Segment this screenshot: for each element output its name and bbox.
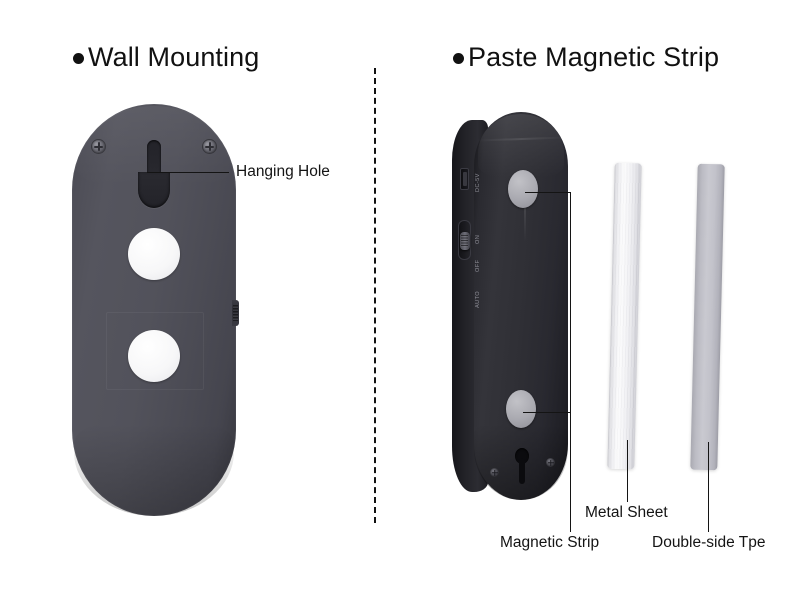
section-title-right-text: Paste Magnetic Strip <box>468 42 720 72</box>
side-tab <box>232 300 239 326</box>
section-title-paste-magnetic-strip: Paste Magnetic Strip <box>453 42 719 73</box>
micro-usb-port <box>460 168 469 190</box>
double-side-tape-leader-line <box>708 442 710 532</box>
screw-icon-bottom-right <box>546 458 555 467</box>
mode-switch-knob[interactable] <box>459 232 470 250</box>
adhesive-pad-bottom <box>128 330 180 382</box>
magnetic-strip-leader-vertical <box>570 192 572 532</box>
label-switch-auto: AUTO <box>475 290 481 308</box>
double-side-tape-strip <box>690 163 725 471</box>
magnetic-strip-pad-top <box>508 170 538 208</box>
section-title-wall-mounting: Wall Mounting <box>73 42 259 73</box>
bullet-dot-icon <box>73 53 84 64</box>
callout-double-side-tape: Double-side Tpe <box>652 534 766 551</box>
callout-hanging-hole: Hanging Hole <box>236 163 330 180</box>
screw-icon-top-left <box>92 140 105 153</box>
metal-sheet-strip <box>607 162 642 470</box>
back-plate-recess <box>106 312 204 390</box>
wall-mount-back-plate <box>72 104 239 516</box>
hanging-hole-round <box>138 172 170 208</box>
keyhole-round <box>515 448 529 464</box>
callout-metal-sheet: Metal Sheet <box>585 504 668 521</box>
label-dc-5v: DC-5V <box>475 173 481 192</box>
label-switch-on: ON <box>475 234 481 244</box>
screw-icon-bottom-left <box>490 468 499 477</box>
label-switch-off: OFF <box>475 259 481 272</box>
magnetic-strip-leader-bottom <box>523 412 571 414</box>
device-perspective-view: DC-5V ON OFF AUTO <box>452 112 570 500</box>
section-divider <box>374 68 376 523</box>
magnetic-strip-pad-bottom <box>506 390 536 428</box>
screw-icon-top-right <box>203 140 216 153</box>
hanging-hole-leader-line <box>147 172 229 174</box>
keyhole-slot <box>519 458 525 484</box>
bullet-dot-icon <box>453 53 464 64</box>
adhesive-pad-top <box>128 228 180 280</box>
callout-magnetic-strip: Magnetic Strip <box>500 534 600 551</box>
magnetic-strip-leader-top <box>525 192 571 194</box>
metal-sheet-leader-line <box>627 440 629 502</box>
device-keyhole-slot <box>514 448 530 486</box>
section-title-left-text: Wall Mounting <box>88 42 260 72</box>
hanging-hole <box>134 140 174 212</box>
